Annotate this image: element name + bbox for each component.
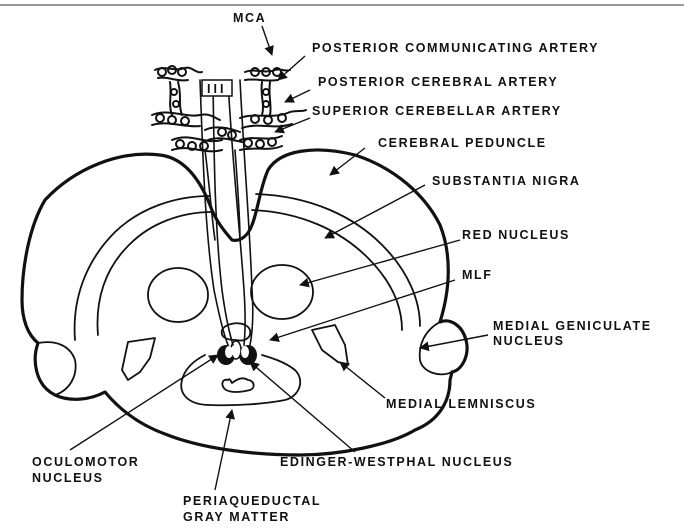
red-nucleus-right (251, 265, 313, 319)
label-oculomotor-line2: NUCLEUS (32, 471, 104, 485)
leader-lines (70, 26, 488, 490)
label-periaqueductal-line2: GRAY MATTER (183, 510, 290, 524)
medial-geniculate-right (420, 322, 452, 374)
label-medial-geniculate-line2: NUCLEUS (493, 334, 565, 348)
medial-lemniscus-left (122, 338, 155, 380)
nerve-iii-numeral: III (207, 82, 226, 96)
label-mca: MCA (233, 11, 266, 25)
label-edinger-westphal: EDINGER-WESTPHAL NUCLEUS (280, 455, 513, 469)
label-posterior-communicating-artery: POSTERIOR COMMUNICATING ARTERY (312, 41, 599, 55)
periaqueductal-gray (181, 355, 300, 405)
label-oculomotor-line1: OCULOMOTOR (32, 455, 139, 469)
label-substantia-nigra: SUBSTANTIA NIGRA (432, 174, 581, 188)
label-periaqueductal-line1: PERIAQUEDUCTAL (183, 494, 321, 508)
label-medial-geniculate-line1: MEDIAL GENICULATE (493, 319, 652, 333)
label-superior-cerebellar-artery: SUPERIOR CEREBELLAR ARTERY (312, 104, 562, 118)
label-red-nucleus: RED NUCLEUS (462, 228, 570, 242)
label-cerebral-peduncle: CEREBRAL PEDUNCLE (378, 136, 547, 150)
medial-lemniscus-right (312, 325, 348, 365)
substantia-nigra-curve (75, 196, 210, 340)
label-medial-lemniscus: MEDIAL LEMNISCUS (386, 397, 536, 411)
label-mlf: MLF (462, 268, 492, 282)
cerebral-aqueduct (222, 378, 253, 392)
label-posterior-cerebral-artery: POSTERIOR CEREBRAL ARTERY (318, 75, 558, 89)
oculomotor-nucleus (217, 341, 257, 365)
red-nucleus-left (148, 268, 208, 322)
